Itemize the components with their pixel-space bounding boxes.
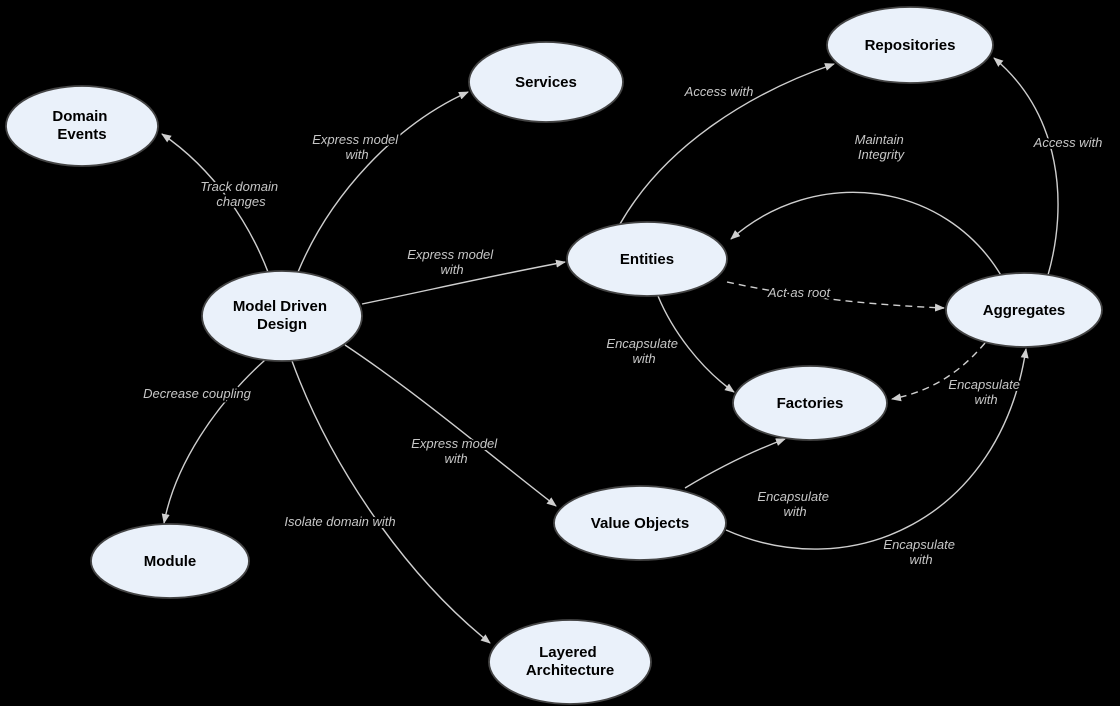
edge-layer: [161, 57, 1059, 644]
edge-maintain-integrity: [730, 191, 1003, 278]
node-aggregates-shape: [945, 272, 1103, 348]
edge-label-aggregates-encapsulate-factories: Encapsulate with: [948, 377, 1023, 407]
node-model-driven-design: Model Driven Design: [201, 270, 363, 362]
edge-label-decrease-coupling: Decrease coupling: [143, 386, 251, 401]
edge-label-layer: Track domain changes Express model with …: [141, 82, 1104, 569]
node-value-objects-shape: [553, 485, 727, 561]
node-domain-events: Domain Events: [5, 85, 159, 167]
node-layered-architecture: Layered Architecture: [488, 619, 652, 705]
edge-label-entities-encapsulate-factories: Encapsulate with: [606, 336, 681, 366]
node-factories: Factories: [732, 365, 888, 441]
node-domain-events-shape: [5, 85, 159, 167]
node-module: Module: [90, 523, 250, 599]
edge-express-model-services: [297, 91, 469, 273]
edge-express-model-value-objects: [344, 344, 557, 507]
edge-decrease-coupling: [161, 359, 266, 524]
edge-value-objects-encapsulate-aggregates: [725, 348, 1029, 550]
edge-label-value-objects-encapsulate-factories: Encapsulate with: [757, 489, 832, 519]
node-module-label: Module: [144, 553, 197, 570]
node-value-objects: Value Objects: [553, 485, 727, 561]
edge-aggregates-encapsulate-factories: [891, 342, 986, 402]
node-model-driven-design-label: Model Driven Design: [233, 298, 331, 333]
edge-entities-access-repositories: [619, 63, 835, 225]
edge-value-objects-encapsulate-factories: [684, 438, 786, 489]
node-factories-shape: [732, 365, 888, 441]
node-value-objects-label: Value Objects: [591, 515, 689, 532]
node-entities-shape: [566, 221, 728, 297]
node-module-shape: [90, 523, 250, 599]
edge-express-model-entities: [361, 259, 566, 305]
edge-label-aggregates-access-repositories: Access with: [1033, 135, 1103, 150]
node-layered-architecture-label: Layered Architecture: [526, 644, 614, 679]
edge-label-value-objects-encapsulate-aggregates: Encapsulate with: [883, 537, 958, 567]
node-layer: Domain Events Services Repositories Mode…: [5, 6, 1103, 705]
node-repositories: Repositories: [826, 6, 994, 84]
node-entities-label: Entities: [620, 251, 674, 268]
node-entities: Entities: [566, 221, 728, 297]
node-services-shape: [468, 41, 624, 123]
edge-track-domain-changes: [161, 133, 269, 273]
edge-label-entities-access-repositories: Access with: [684, 84, 754, 99]
node-services: Services: [468, 41, 624, 123]
edge-label-express-model-entities: Express model with: [407, 247, 497, 277]
node-services-label: Services: [515, 74, 577, 91]
node-factories-label: Factories: [777, 395, 844, 412]
edge-isolate-domain: [291, 360, 491, 644]
edge-label-isolate-domain: Isolate domain with: [284, 514, 395, 529]
node-model-driven-design-shape: [201, 270, 363, 362]
node-repositories-shape: [826, 6, 994, 84]
edge-entities-encapsulate-factories: [657, 295, 735, 393]
node-layered-architecture-shape: [488, 619, 652, 705]
edge-label-maintain-integrity: Maintain Integrity: [855, 132, 908, 162]
edge-act-as-root: [726, 281, 945, 312]
edge-label-express-model-value-objects: Express model with: [411, 436, 501, 466]
edge-label-act-as-root: Act as root: [767, 285, 832, 300]
edge-label-express-model-services: Express model with: [312, 132, 402, 162]
node-domain-events-label: Domain Events: [52, 108, 111, 143]
node-aggregates-label: Aggregates: [983, 302, 1066, 319]
node-repositories-label: Repositories: [865, 37, 956, 54]
edge-label-track-domain-changes: Track domain changes: [200, 179, 281, 209]
node-aggregates: Aggregates: [945, 272, 1103, 348]
edge-aggregates-access-repositories: [993, 57, 1059, 276]
